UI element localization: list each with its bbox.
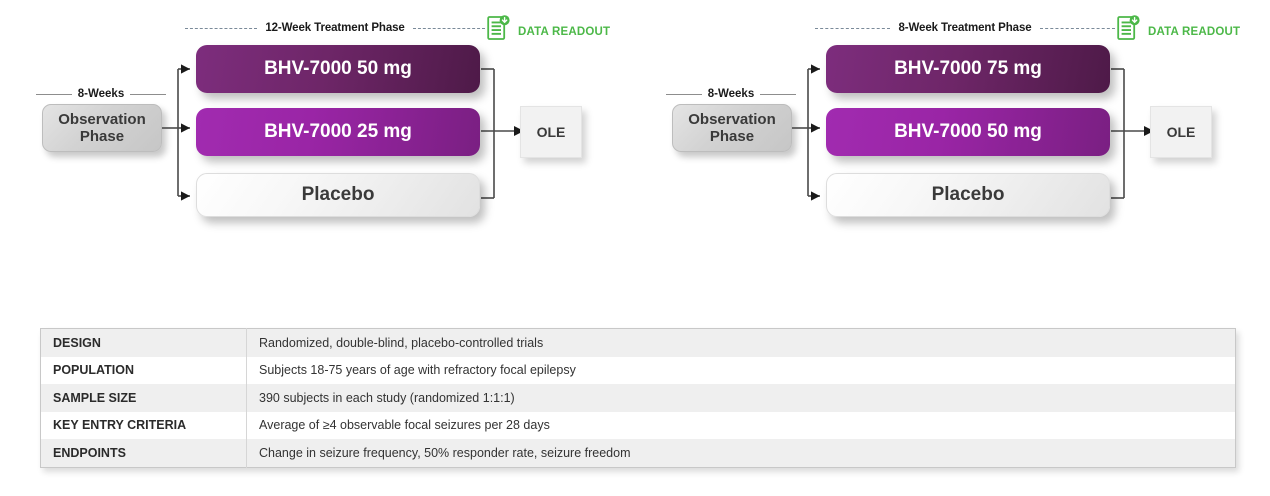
spec-key: DESIGN bbox=[40, 328, 247, 357]
ole-label: OLE bbox=[536, 124, 566, 140]
data-readout: DATA READOUT bbox=[487, 15, 610, 48]
treatment-phase-header: 8-Week Treatment Phase bbox=[815, 22, 1115, 34]
observation-weeks-label: 8-Weeks bbox=[707, 88, 755, 100]
observation-weeks-header: 8-Weeks bbox=[36, 88, 166, 100]
weeks-rule-right bbox=[130, 93, 166, 95]
arm-box-3: Placebo bbox=[826, 173, 1110, 217]
phase-dash-right bbox=[412, 27, 486, 29]
arm-label: Placebo bbox=[931, 184, 1005, 205]
document-download-icon bbox=[1117, 15, 1141, 48]
table-row: SAMPLE SIZE 390 subjects in each study (… bbox=[40, 384, 1236, 412]
treatment-phase-header: 12-Week Treatment Phase bbox=[185, 22, 486, 34]
arm-label: BHV-7000 75 mg bbox=[894, 58, 1042, 79]
arm-box-1: BHV-7000 50 mg bbox=[196, 45, 480, 93]
study-2-connectors bbox=[792, 64, 1154, 201]
spec-key: KEY ENTRY CRITERIA bbox=[40, 411, 247, 439]
study-spec-table: DESIGN Randomized, double-blind, placebo… bbox=[40, 328, 1236, 468]
observation-weeks-header: 8-Weeks bbox=[666, 88, 796, 100]
table-row: KEY ENTRY CRITERIA Average of ≥4 observa… bbox=[40, 411, 1236, 439]
study-1-connectors bbox=[162, 64, 524, 201]
spec-key: ENDPOINTS bbox=[40, 439, 247, 467]
study-2-diagram: 8-Week Treatment Phase DATA READOUT 8-We… bbox=[630, 0, 1270, 250]
observation-weeks-label: 8-Weeks bbox=[77, 88, 125, 100]
table-row: DESIGN Randomized, double-blind, placebo… bbox=[40, 328, 1236, 357]
treatment-phase-label: 8-Week Treatment Phase bbox=[898, 22, 1032, 34]
observation-phase-box: Observation Phase bbox=[42, 104, 162, 152]
spec-value: Subjects 18-75 years of age with refract… bbox=[246, 356, 1236, 384]
spec-value: Randomized, double-blind, placebo-contro… bbox=[246, 328, 1236, 357]
arm-box-1: BHV-7000 75 mg bbox=[826, 45, 1110, 93]
arm-box-3: Placebo bbox=[196, 173, 480, 217]
observation-phase-box: Observation Phase bbox=[672, 104, 792, 152]
table-row: ENDPOINTS Change in seizure frequency, 5… bbox=[40, 439, 1236, 467]
spec-key: POPULATION bbox=[40, 356, 247, 384]
table-row: POPULATION Subjects 18-75 years of age w… bbox=[40, 356, 1236, 384]
observation-phase-label: Observation Phase bbox=[688, 110, 776, 145]
arm-label: BHV-7000 50 mg bbox=[894, 121, 1042, 142]
arm-label: Placebo bbox=[301, 184, 375, 205]
data-readout-label: DATA READOUT bbox=[1148, 25, 1241, 38]
treatment-phase-label: 12-Week Treatment Phase bbox=[265, 22, 405, 34]
observation-phase-label: Observation Phase bbox=[58, 110, 146, 145]
spec-value: Change in seizure frequency, 50% respond… bbox=[246, 439, 1236, 467]
data-readout-label: DATA READOUT bbox=[518, 25, 611, 38]
arm-label: BHV-7000 50 mg bbox=[264, 58, 412, 79]
phase-dash-right bbox=[1039, 27, 1115, 29]
arm-label: BHV-7000 25 mg bbox=[264, 121, 412, 142]
data-readout: DATA READOUT bbox=[1117, 15, 1240, 48]
study-1-diagram: 12-Week Treatment Phase DATA READOUT 8-W… bbox=[0, 0, 640, 250]
study-spec-table-body: DESIGN Randomized, double-blind, placebo… bbox=[40, 328, 1236, 467]
weeks-rule-left bbox=[666, 93, 702, 95]
spec-key: SAMPLE SIZE bbox=[40, 384, 247, 412]
phase-dash-left bbox=[815, 27, 891, 29]
ole-box: OLE bbox=[520, 106, 582, 158]
weeks-rule-left bbox=[36, 93, 72, 95]
document-download-icon bbox=[487, 15, 511, 48]
spec-value: Average of ≥4 observable focal seizures … bbox=[246, 411, 1236, 439]
ole-label: OLE bbox=[1166, 124, 1196, 140]
ole-box: OLE bbox=[1150, 106, 1212, 158]
phase-dash-left bbox=[185, 27, 258, 29]
weeks-rule-right bbox=[760, 93, 796, 95]
arm-box-2: BHV-7000 50 mg bbox=[826, 108, 1110, 156]
spec-value: 390 subjects in each study (randomized 1… bbox=[246, 384, 1236, 412]
arm-box-2: BHV-7000 25 mg bbox=[196, 108, 480, 156]
